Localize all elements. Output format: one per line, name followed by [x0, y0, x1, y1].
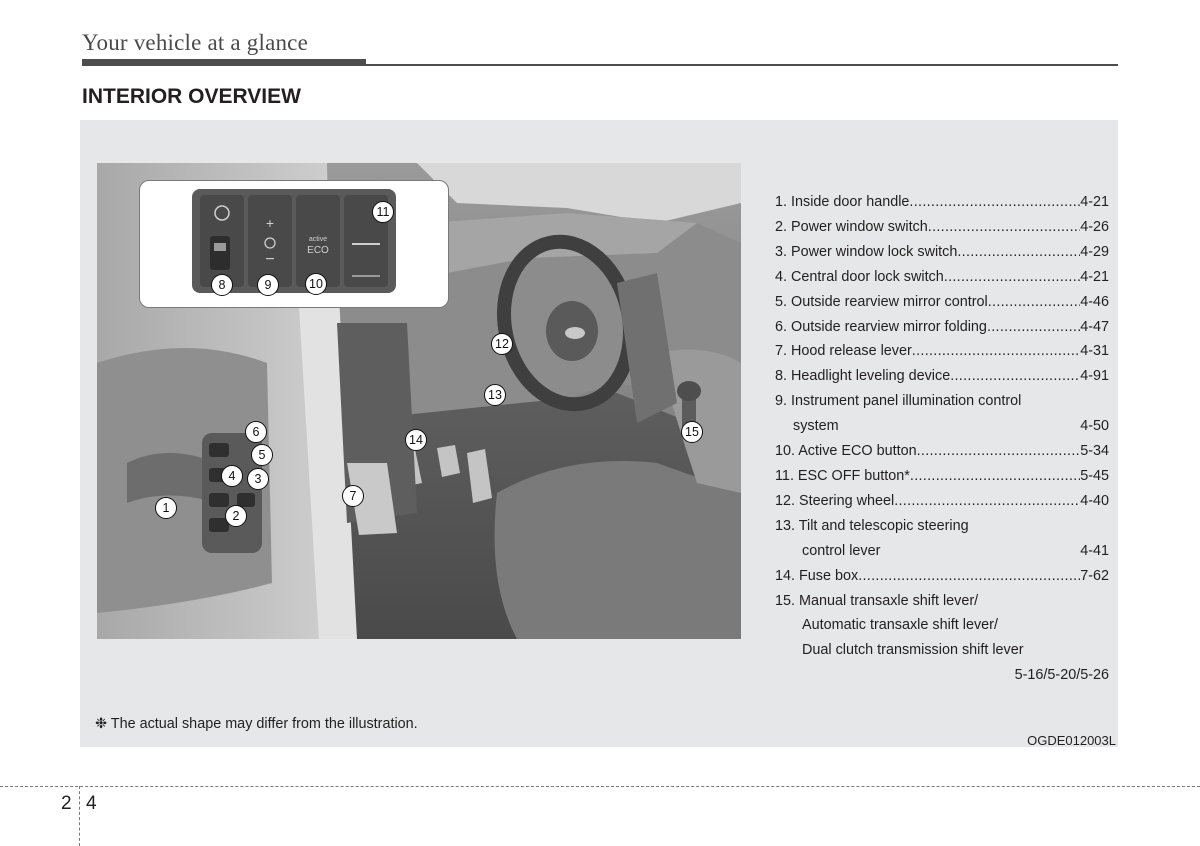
- footer-vertical-dash: [79, 786, 80, 846]
- legend-item-1: 1. Inside door handle 4-21: [775, 190, 1109, 215]
- legend-item-11: 11. ESC OFF button* 5-45: [775, 464, 1109, 489]
- callout-5: 5: [251, 444, 273, 466]
- callout-7: 7: [342, 485, 364, 507]
- legend-item-13: 13. Tilt and telescopic steering: [775, 517, 969, 534]
- component-legend: 1. Inside door handle 4-21 2. Power wind…: [775, 190, 1109, 688]
- legend-item-12: 12. Steering wheel 4-40: [775, 489, 1109, 514]
- page-chapter: 2: [61, 793, 72, 814]
- callout-3: 3: [247, 468, 269, 490]
- illustration-note: ❉ The actual shape may differ from the i…: [95, 716, 418, 732]
- legend-item-7: 7. Hood release lever 4-31: [775, 339, 1109, 364]
- switch-panel-drawing: + − active ECO: [192, 189, 396, 293]
- callout-13: 13: [484, 384, 506, 406]
- page-number: 4: [86, 793, 97, 814]
- callout-2: 2: [225, 505, 247, 527]
- callout-12: 12: [491, 333, 513, 355]
- callout-4: 4: [221, 465, 243, 487]
- legend-item-6: 6. Outside rearview mirror folding4-47: [775, 315, 1109, 340]
- legend-item-8: 8. Headlight leveling device 4-91: [775, 364, 1109, 389]
- header-rule-thin: [366, 64, 1118, 66]
- legend-item-15: 15. Manual transaxle shift lever/: [775, 592, 979, 609]
- eco-big-label: ECO: [307, 245, 329, 256]
- legend-item-4: 4. Central door lock switch 4-21: [775, 265, 1109, 290]
- eco-small-label: active: [309, 236, 327, 243]
- legend-item-3: 3. Power window lock switch4-29: [775, 240, 1109, 265]
- callout-1: 1: [155, 497, 177, 519]
- header-rule-thick: [82, 59, 366, 66]
- callout-15: 15: [681, 421, 703, 443]
- section-title: INTERIOR OVERVIEW: [82, 85, 301, 108]
- image-code: OGDE012003L: [1027, 733, 1116, 748]
- legend-item-9: 9. Instrument panel illumination control: [775, 393, 1022, 410]
- legend-item-2: 2. Power window switch 4-26: [775, 215, 1109, 240]
- legend-item-5: 5. Outside rearview mirror control4-46: [775, 290, 1109, 315]
- legend-item-10: 10. Active ECO button 5-34: [775, 439, 1109, 464]
- footer-dashed-rule: [0, 786, 1200, 787]
- callout-14: 14: [405, 429, 427, 451]
- legend-item-15-page-line: 5-16/5-20/5-26: [1014, 667, 1109, 684]
- callout-11: 11: [372, 201, 394, 223]
- switch-panel-inset: + − active ECO: [139, 180, 449, 308]
- legend-item-15-line3: Dual clutch transmission shift lever: [802, 642, 1024, 659]
- callout-9: 9: [257, 274, 279, 296]
- legend-item-14: 14. Fuse box 7-62: [775, 564, 1109, 589]
- svg-text:+: +: [266, 215, 274, 231]
- callout-10: 10: [305, 273, 327, 295]
- callout-6: 6: [245, 421, 267, 443]
- svg-text:−: −: [265, 251, 274, 268]
- callout-8: 8: [211, 274, 233, 296]
- legend-item-15-line2: Automatic transaxle shift lever/: [802, 617, 998, 634]
- running-head: Your vehicle at a glance: [82, 30, 308, 55]
